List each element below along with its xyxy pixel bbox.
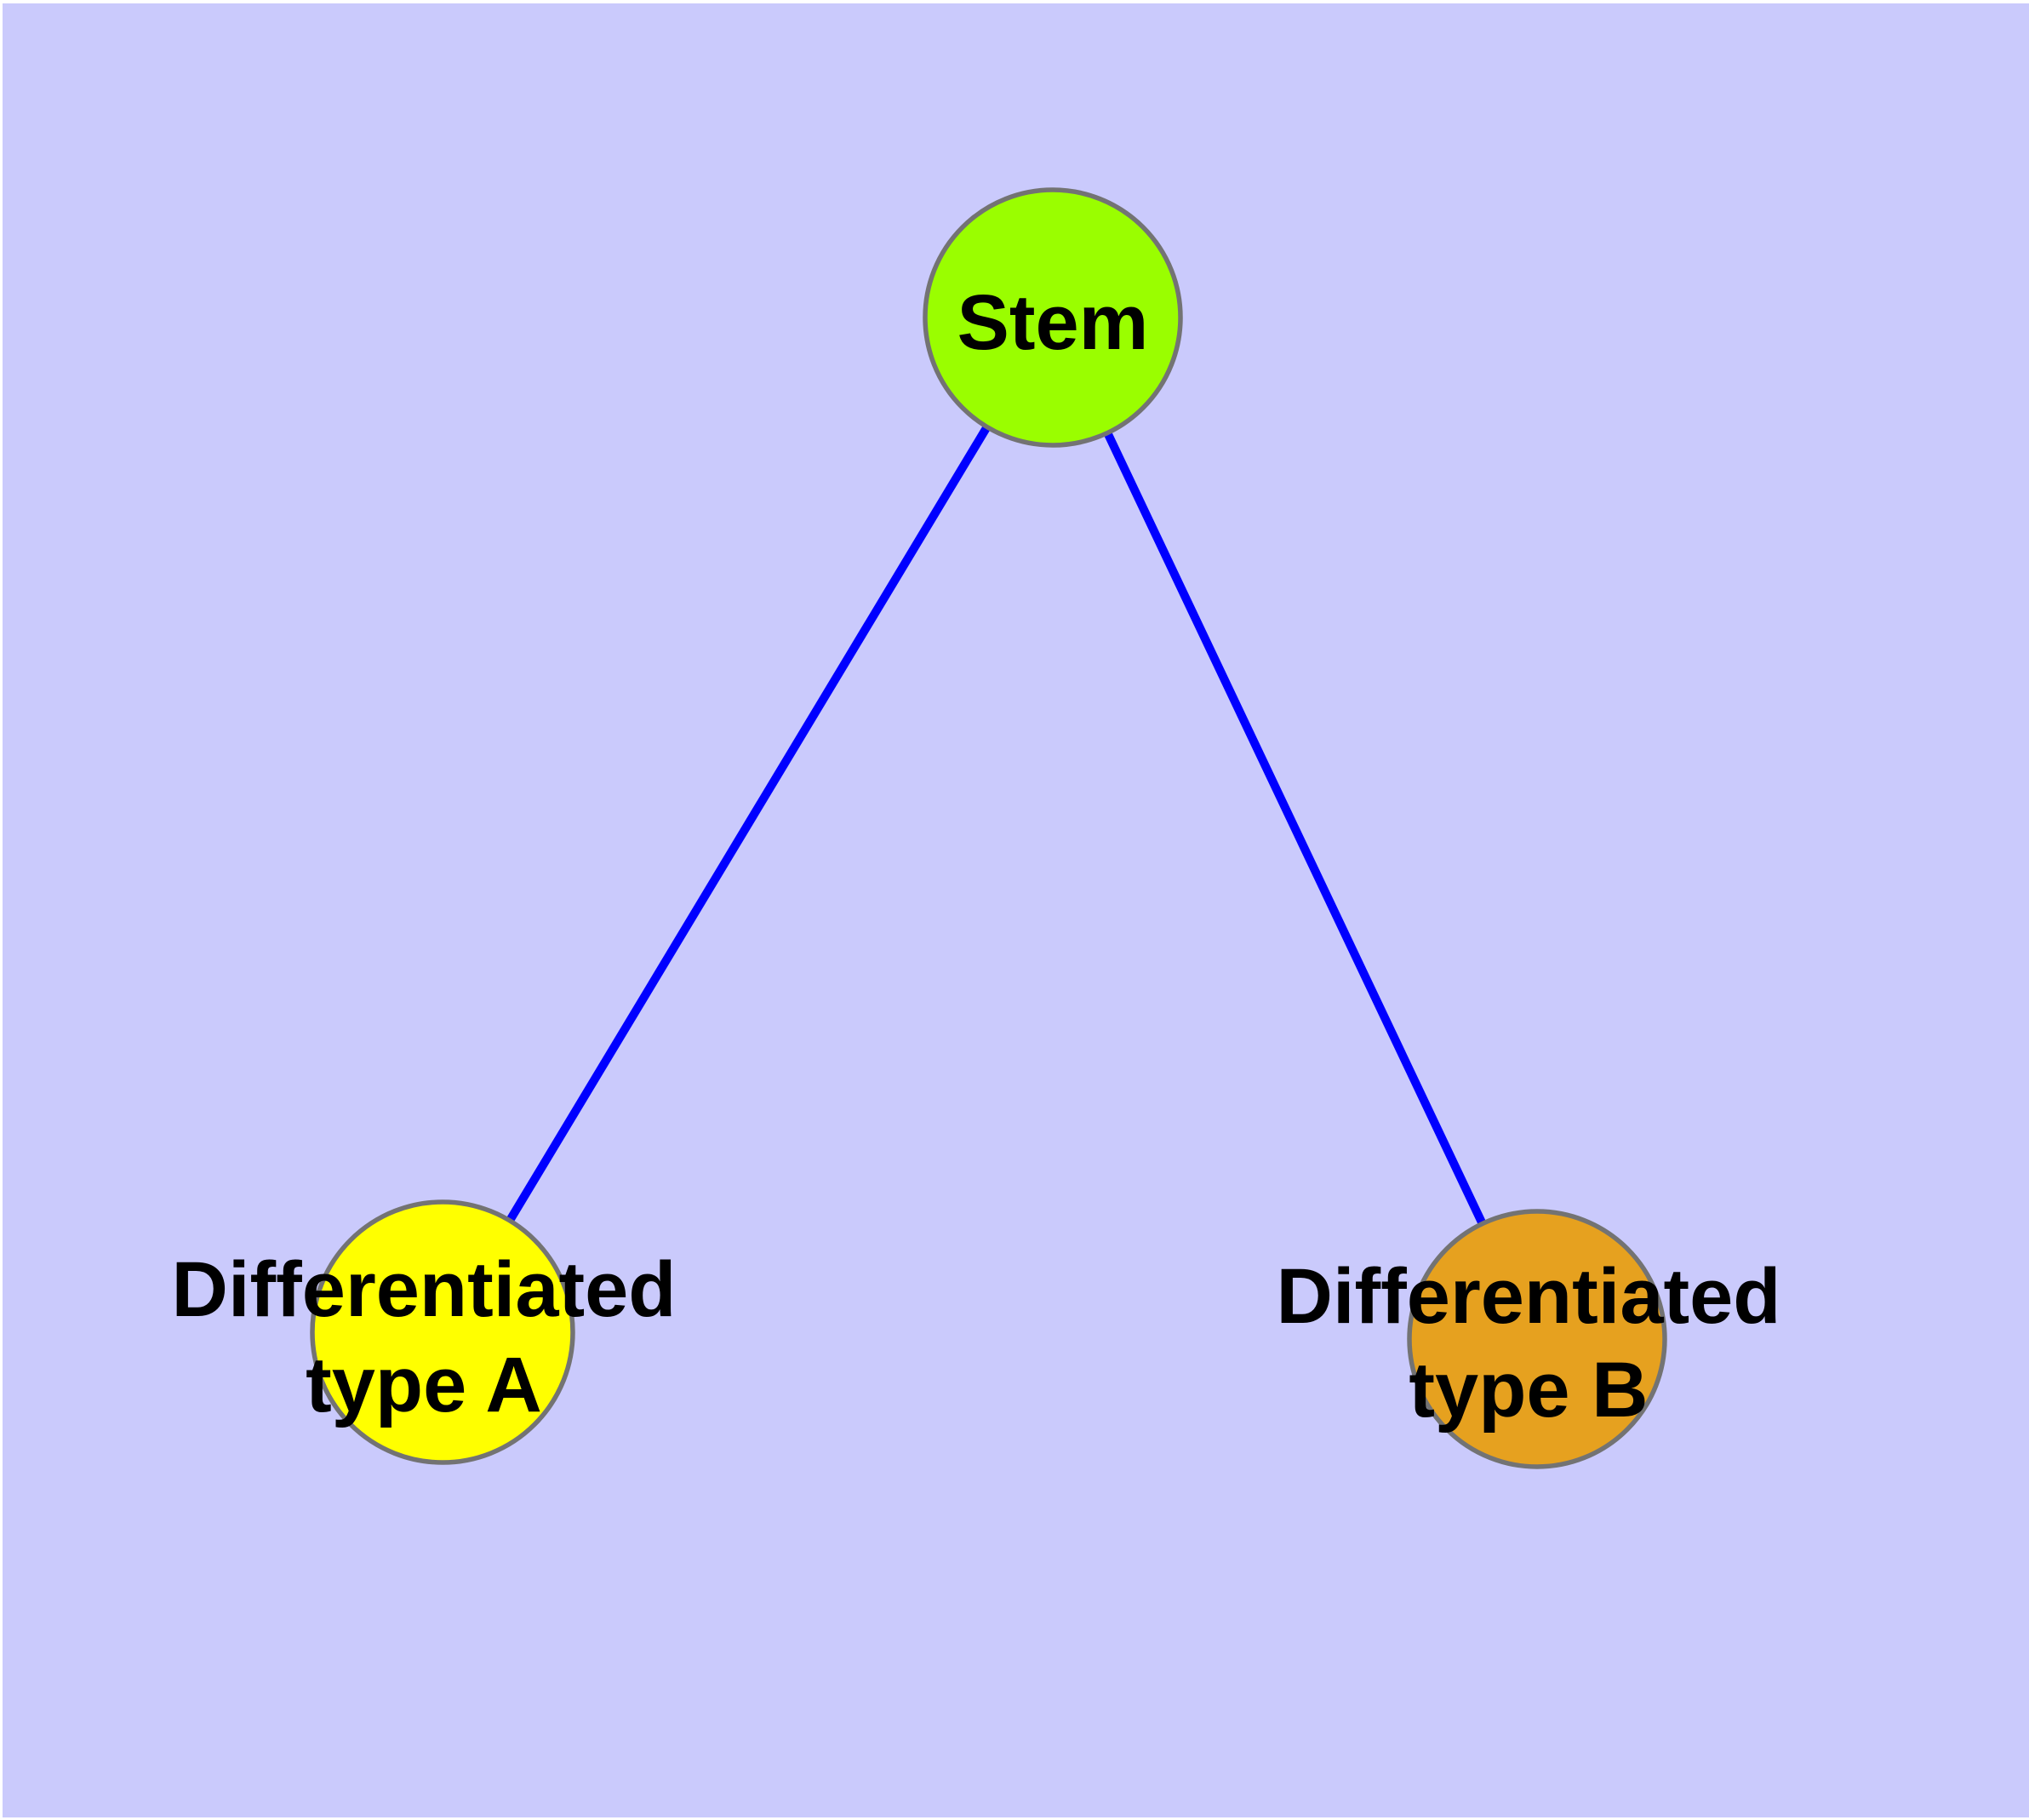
node-type-a-label-line-1: Differentiated bbox=[172, 1246, 677, 1333]
edge-stem-to-type-a bbox=[438, 315, 1057, 1335]
node-type-b-label-line-1: Differentiated bbox=[1277, 1253, 1781, 1340]
node-stem bbox=[923, 187, 1183, 448]
node-stem-label: Stem bbox=[957, 279, 1149, 366]
node-type-b-label-line-2: type B bbox=[1409, 1347, 1648, 1434]
node-differentiated-type-b bbox=[1407, 1209, 1667, 1469]
node-differentiated-type-a bbox=[310, 1199, 575, 1465]
edge-stem-to-type-b bbox=[1049, 315, 1541, 1342]
node-type-a-label-line-2: type A bbox=[306, 1342, 542, 1428]
